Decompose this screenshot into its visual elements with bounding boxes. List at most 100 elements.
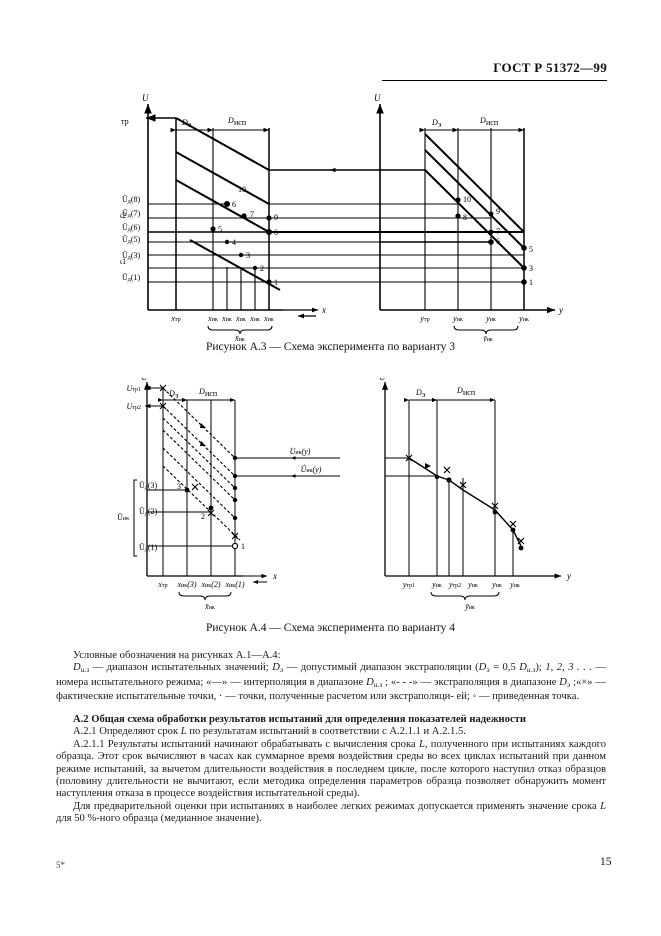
svg-text:xик(2): xик(2) (200, 580, 220, 589)
svg-text:э: э (422, 390, 426, 399)
xtick-xtr: xтр (170, 314, 180, 323)
svg-text:2: 2 (260, 264, 264, 273)
svg-text:3: 3 (529, 264, 533, 273)
label-xik-mean: x̄ик (234, 334, 245, 342)
brace-yik-a4 (430, 591, 500, 601)
svg-text:исп: исп (463, 388, 476, 397)
footer-signature: 5* (56, 860, 65, 870)
svg-text:1: 1 (241, 542, 245, 551)
axis-label-u-a4-right: U (379, 378, 386, 382)
svg-text:7: 7 (250, 210, 254, 219)
svg-text:xик: xик (263, 314, 274, 323)
svg-text:ик2: ик2 (120, 211, 126, 220)
axis-label-x-left: x (321, 305, 326, 315)
figure-a4-svg: U x Uтр1 Uтр2 D э D исп (117, 378, 571, 611)
figure-a4-caption: Рисунок А.4 — Схема эксперимента по вари… (206, 622, 455, 634)
svg-text:5: 5 (529, 245, 533, 254)
label-d-isp-left: D (227, 116, 234, 125)
label-yik-mean: ȳик (482, 334, 493, 342)
label-uik-y-hat: Ûик(y) (301, 464, 322, 474)
label-d-isp-a4r: D (456, 386, 463, 395)
data-points-right: 10 8 9 7 6 5 3 1 (455, 195, 533, 287)
heading-a2: А.2 Общая схема обработки результатов ис… (73, 714, 526, 725)
svg-text:yтр2: yтр2 (448, 580, 461, 589)
svg-text:10: 10 (238, 185, 246, 194)
sym-diz: D (73, 662, 81, 674)
axis-label-x-a4: x (272, 571, 277, 581)
label-ud3-a4: Ūд(3) (139, 481, 158, 491)
ytick-ytr: yтр (419, 314, 429, 323)
legend-block: Условные обозначения на рисунках А.1—А.4… (56, 650, 606, 704)
svg-text:xик(3): xик(3) (176, 580, 196, 589)
svg-text:3: 3 (177, 482, 181, 491)
svg-text:yик: yик (431, 580, 442, 589)
svg-text:6: 6 (232, 200, 236, 209)
axis-label-u-a4-left: U (141, 378, 148, 382)
xtick-xtr-a4: xтр (157, 580, 167, 589)
svg-text:9: 9 (274, 213, 278, 222)
figure-a3-caption: Рисунок А.3 — Схема эксперимента по вари… (206, 341, 455, 353)
legend-intro: Условные обозначения на рисунках А.1—А.4… (73, 650, 281, 661)
svg-text:э: э (438, 120, 442, 129)
axis-label-y-a4: y (566, 571, 571, 581)
svg-text:xик: xик (207, 314, 218, 323)
para-a211-p2: Для предварительной оценки при испытания… (56, 800, 606, 825)
brace-yik (453, 325, 519, 335)
svg-text:5: 5 (218, 225, 222, 234)
svg-text:yик: yик (467, 580, 478, 589)
svg-text:э: э (188, 120, 192, 129)
svg-text:yик: yик (485, 314, 496, 323)
figure-a3-right: U y D э D исп (374, 93, 563, 342)
svg-text:3: 3 (246, 251, 250, 260)
label-ud7: Ūд(7) (122, 209, 141, 219)
figure-a4-right: U y D э D исп (379, 378, 571, 611)
svg-text:xик(1): xик(1) (224, 580, 244, 589)
axis-label-y-right: y (558, 305, 563, 315)
svg-text:yик: yик (518, 314, 529, 323)
label-ud1-a4: Ūд(1) (139, 543, 158, 553)
svg-text:yик: yик (452, 314, 463, 323)
svg-text:10: 10 (463, 195, 471, 204)
label-ud8: Ūд(8) (122, 195, 141, 205)
figure-a4: U x Uтр1 Uтр2 D э D исп (95, 378, 625, 613)
svg-text:исп: исп (205, 389, 218, 398)
axis-label-u-left: U (142, 93, 149, 103)
svg-text:yик: yик (509, 580, 520, 589)
header-rule (382, 80, 607, 81)
label-xik-mean-a4: x̄ик (204, 602, 215, 611)
page-number: 15 (600, 856, 612, 868)
brace-xik-a4 (178, 591, 232, 601)
label-yik-mean-a4: ȳик (464, 602, 475, 611)
brace-xik (207, 325, 273, 335)
label-ud2-a4: Ūд(2) (139, 507, 158, 517)
svg-text:6: 6 (274, 228, 278, 237)
label-ud1: Ūд(1) (122, 273, 141, 283)
svg-text:2: 2 (201, 512, 205, 521)
data-points-left: 1 2 3 4 5 6 6 7 9 10 (210, 185, 278, 287)
svg-text:4: 4 (232, 238, 236, 247)
svg-text:э: э (175, 391, 179, 400)
label-ud5: Ūд(5) (122, 235, 141, 245)
svg-text:9: 9 (496, 207, 500, 216)
label-uik-y-dot: U̇ик(y) (290, 447, 311, 456)
data-points-a4-left: 3 2 1 (177, 455, 245, 551)
svg-text:1: 1 (274, 278, 278, 287)
figure-a3: U x Û тр D э D исп (120, 92, 620, 342)
label-uik-a4: Ūик (117, 513, 129, 522)
label-u-tr2: Uтр2 (127, 402, 141, 411)
label-u-tr-sub: тр (121, 117, 129, 126)
figure-a3-svg: U x Û тр D э D исп (120, 93, 563, 342)
svg-text:xик: xик (235, 314, 246, 323)
legend-lines: Dи.з — диапазон испытательных значений; … (56, 662, 607, 703)
svg-text:xик: xик (221, 314, 232, 323)
label-d-e-a4l: D (168, 389, 175, 398)
svg-text:ик1: ик1 (120, 257, 126, 266)
svg-text:исп: исп (234, 118, 247, 127)
label-d-e-right: D (431, 118, 438, 127)
para-a211: А.2.1.1 Результаты испытаний начинают об… (56, 738, 606, 800)
ytick-ytr1: yтр1 (402, 580, 415, 589)
para-a21: А.2.1 Определяют срок L по результатам и… (73, 726, 466, 738)
label-d-isp-right: D (479, 116, 486, 125)
label-u-tr1: Uтр1 (127, 384, 141, 393)
label-d-isp-a4l: D (198, 387, 205, 396)
